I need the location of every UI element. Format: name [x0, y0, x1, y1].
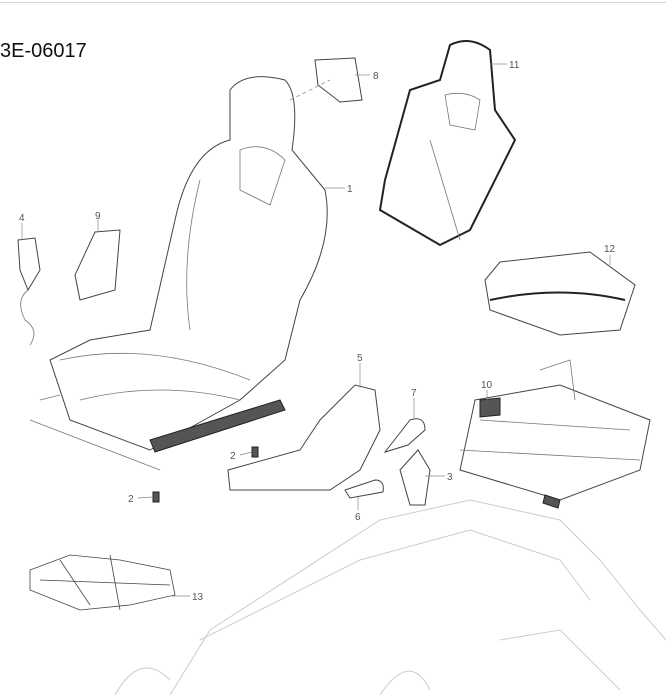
callout-1: 1 — [347, 184, 353, 195]
recliner-knob — [383, 418, 426, 453]
callout-2: 2 — [230, 451, 236, 462]
screw — [152, 491, 160, 503]
seat-cushion-cover — [484, 251, 636, 336]
callout-9: 9 — [95, 211, 101, 222]
callout-13: 13 — [192, 592, 204, 603]
side-bracket — [74, 229, 121, 301]
callout-5: 5 — [357, 353, 363, 364]
end-cover — [399, 449, 431, 506]
callout-3: 3 — [447, 472, 453, 483]
seatback-cover — [378, 40, 517, 247]
leader-lines — [21, 63, 611, 597]
callout-11: 11 — [509, 60, 520, 71]
callout-7: 7 — [411, 388, 417, 399]
top-divider — [0, 2, 666, 3]
diagram-id: 3E-06017 — [0, 40, 87, 62]
seat-belt-buckle — [17, 237, 41, 346]
side-shield — [227, 384, 381, 491]
seat-frame — [459, 359, 651, 509]
adjuster-handle — [344, 479, 384, 499]
rear-trim-panel — [314, 57, 363, 103]
callout-8: 8 — [373, 71, 379, 82]
callout-10: 10 — [481, 380, 493, 391]
wire-harness — [29, 554, 176, 611]
screw — [251, 446, 259, 458]
callout-6: 6 — [355, 512, 361, 523]
callout-4: 4 — [19, 213, 25, 224]
callout-2: 2 — [128, 494, 134, 505]
seat-assembly — [29, 76, 328, 471]
vehicle-outline — [114, 499, 666, 695]
callout-12: 12 — [604, 244, 616, 255]
